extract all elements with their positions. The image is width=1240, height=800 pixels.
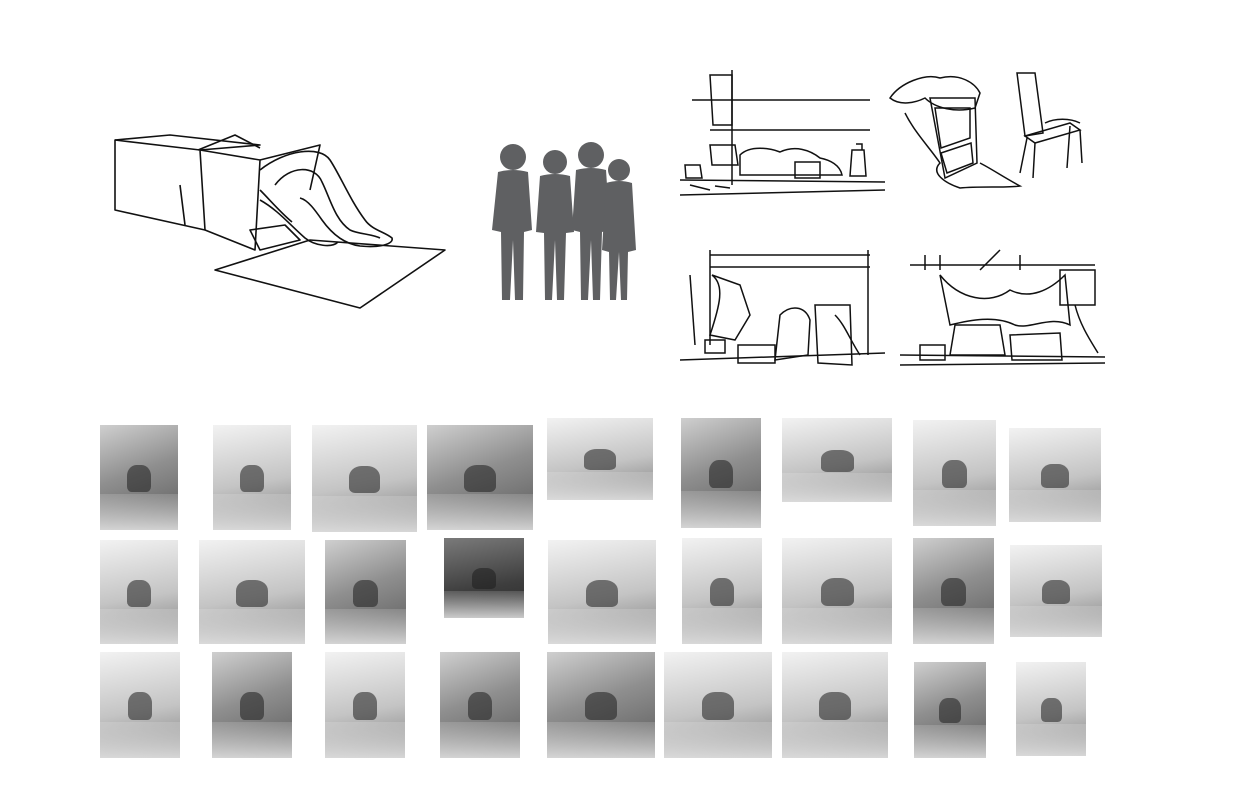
chair-and-shelter-sketch <box>885 68 1090 198</box>
photo-tile <box>664 652 772 758</box>
photo-tile <box>681 418 761 528</box>
photo-tile <box>782 418 892 502</box>
photo-tile <box>199 540 305 644</box>
photo-tile <box>547 418 653 500</box>
photo-tile <box>782 538 892 644</box>
photo-tile <box>440 652 520 758</box>
photo-tile <box>1010 545 1102 637</box>
group-of-children-silhouette <box>488 140 638 302</box>
photo-tile <box>312 425 417 532</box>
photo-tile <box>913 420 996 526</box>
photo-tile <box>212 652 292 758</box>
photo-tile <box>325 540 406 644</box>
sidewalk-shelter-sketch-left <box>680 245 885 370</box>
photo-tile <box>1016 662 1086 756</box>
photo-tile <box>427 425 533 530</box>
photo-tile <box>548 540 656 644</box>
photo-tile <box>913 538 994 644</box>
photo-tile <box>325 652 405 758</box>
photo-tile <box>100 425 178 530</box>
sidewalk-shelter-sketch-right <box>900 245 1105 370</box>
photo-tile <box>213 425 291 530</box>
photo-tile <box>100 652 180 758</box>
photo-tile <box>1009 428 1101 522</box>
photo-tile <box>547 652 655 758</box>
street-belongings-sketch <box>680 70 890 200</box>
photo-tile <box>782 652 888 758</box>
photo-tile <box>100 540 178 644</box>
photo-tile <box>914 662 986 758</box>
photo-tile <box>444 538 524 618</box>
photo-tile <box>682 538 762 644</box>
person-in-cardboard-box-sketch <box>110 130 450 310</box>
